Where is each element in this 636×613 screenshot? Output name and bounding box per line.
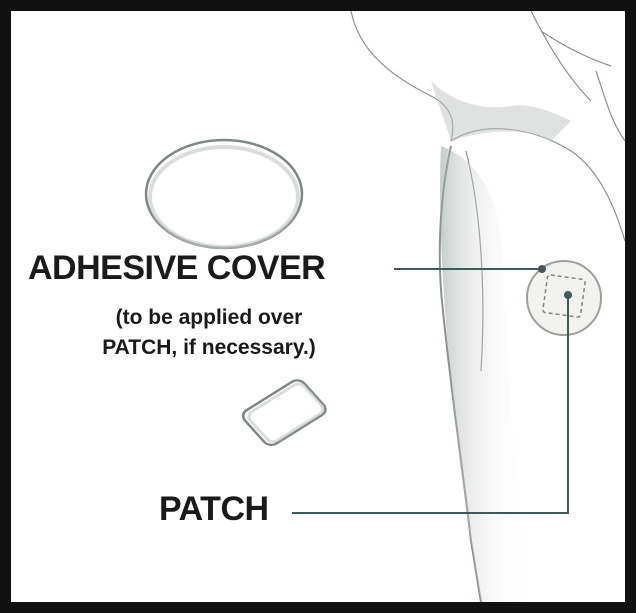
adhesive-cover-note: (to be applied over PATCH, if necessary.… — [24, 303, 394, 363]
collar-shading — [431, 81, 571, 141]
adhesive-leader-dot — [538, 265, 546, 273]
patch-label: PATCH — [159, 490, 269, 529]
adhesive-cover-label: ADHESIVE COVER — [28, 249, 325, 288]
adhesive-note-line-1: (to be applied over — [24, 303, 394, 333]
applied-adhesive-cover — [527, 261, 601, 335]
adhesive-note-line-2: PATCH, if necessary.) — [24, 333, 394, 363]
arm-shading — [440, 146, 531, 602]
